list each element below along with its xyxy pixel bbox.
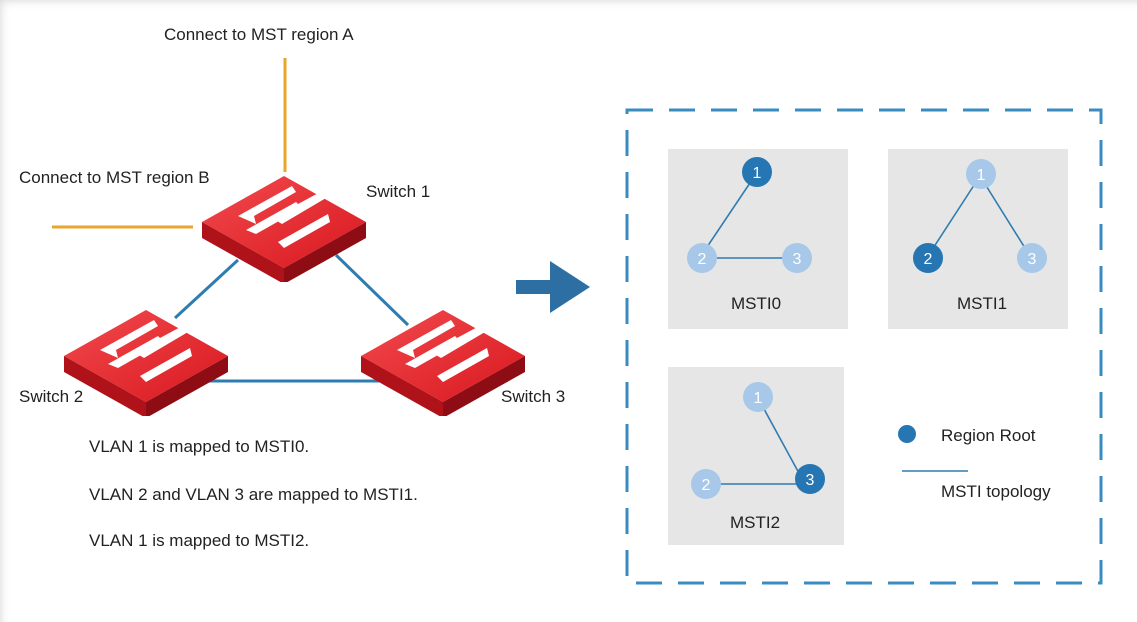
msti1-node-1 (966, 159, 996, 189)
msti0-node-2 (687, 243, 717, 273)
link-switch1-switch2 (173, 258, 240, 320)
mapping-line: VLAN 1 is mapped to MSTI2. (89, 531, 309, 550)
switch-1-icon (202, 176, 366, 282)
msti1-label: MSTI1 (957, 294, 1007, 313)
transition-arrow-icon (516, 261, 590, 313)
node-label: 1 (754, 390, 763, 407)
mapping-line: VLAN 1 is mapped to MSTI0. (89, 437, 309, 456)
region-b-label: Connect to MST region B (19, 168, 210, 187)
legend-topology-label: MSTI topology (941, 482, 1051, 501)
node-label: 2 (924, 251, 933, 268)
msti0-node-3 (782, 243, 812, 273)
switch-2-icon (64, 310, 228, 416)
legend-root-label: Region Root (941, 426, 1036, 445)
msti2-node-2 (691, 469, 721, 499)
node-label: 1 (753, 165, 762, 182)
node-label: 2 (698, 251, 707, 268)
switch-3-label: Switch 3 (501, 387, 565, 406)
msti1-panel: 1 2 3 MSTI1 (888, 149, 1068, 329)
msti2-node-3 (795, 464, 825, 494)
legend: Region Root MSTI topology (898, 425, 1051, 501)
region-a-label: Connect to MST region A (164, 25, 354, 44)
msti0-panel: 1 2 3 MSTI0 (668, 149, 848, 329)
switch-1-label: Switch 1 (366, 182, 430, 201)
msti2-panel: 1 2 3 MSTI2 (668, 367, 844, 545)
node-label: 3 (793, 251, 802, 268)
msti2-node-1 (743, 382, 773, 412)
msti1-node-3 (1017, 243, 1047, 273)
node-label: 1 (977, 167, 986, 184)
link-switch1-switch3 (334, 253, 410, 327)
node-label: 3 (1028, 251, 1037, 268)
msti0-label: MSTI0 (731, 294, 781, 313)
mst-region-box (625, 108, 1103, 585)
msti2-label: MSTI2 (730, 513, 780, 532)
mapping-line: VLAN 2 and VLAN 3 are mapped to MSTI1. (89, 485, 418, 504)
node-label: 3 (806, 472, 815, 489)
node-label: 2 (702, 477, 711, 494)
region-root-legend-icon (898, 425, 916, 443)
msti1-node-2 (913, 243, 943, 273)
msti0-node-1 (742, 157, 772, 187)
switch-2-label: Switch 2 (19, 387, 83, 406)
